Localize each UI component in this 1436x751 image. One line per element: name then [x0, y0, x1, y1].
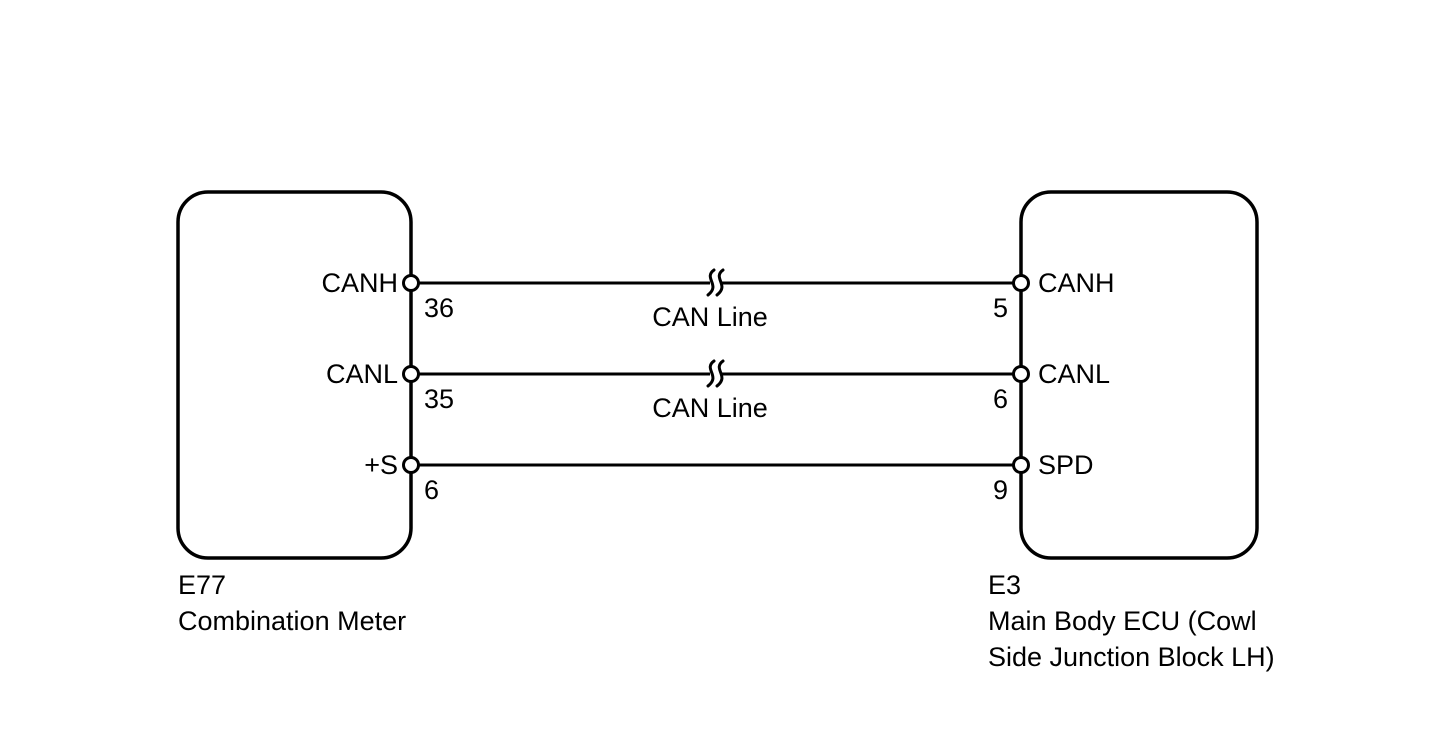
pin-label-right-canl: CANL	[1038, 359, 1110, 389]
connector-name-right-line1: Main Body ECU (Cowl	[988, 606, 1257, 636]
wire-label-can-line-2: CAN Line	[652, 393, 768, 423]
pin-label-right-canh: CANH	[1038, 268, 1115, 298]
wire-break-icon	[715, 268, 725, 297]
pin-terminal-left-canh	[402, 274, 420, 292]
pin-terminal-right-spd	[1012, 456, 1030, 474]
connector-name-right-line2: Side Junction Block LH)	[988, 642, 1275, 672]
wire-label-can-line-1: CAN Line	[652, 302, 768, 332]
pin-number-left-canh: 36	[424, 293, 454, 323]
pin-terminal-left-s	[402, 456, 420, 474]
pin-terminal-right-canh	[1012, 274, 1030, 292]
pin-number-left-s: 6	[424, 475, 439, 505]
pin-number-right-spd: 9	[993, 475, 1008, 505]
wire-break-icon	[715, 359, 725, 388]
pin-terminal-left-canl	[402, 365, 420, 383]
wire-break-icon	[706, 359, 716, 388]
connector-code-left: E77	[178, 570, 226, 600]
pin-label-right-spd: SPD	[1038, 450, 1094, 480]
pin-number-right-canh: 5	[993, 293, 1008, 323]
connector-code-right: E3	[988, 570, 1021, 600]
connector-name-left: Combination Meter	[178, 606, 406, 636]
pin-label-left-canl: CANL	[326, 359, 398, 389]
pin-label-left-s: +S	[364, 450, 398, 480]
pin-number-left-canl: 35	[424, 384, 454, 414]
pin-label-left-canh: CANH	[321, 268, 398, 298]
wire-break-icon	[706, 268, 716, 297]
pin-terminal-right-canl	[1012, 365, 1030, 383]
pin-number-right-canl: 6	[993, 384, 1008, 414]
